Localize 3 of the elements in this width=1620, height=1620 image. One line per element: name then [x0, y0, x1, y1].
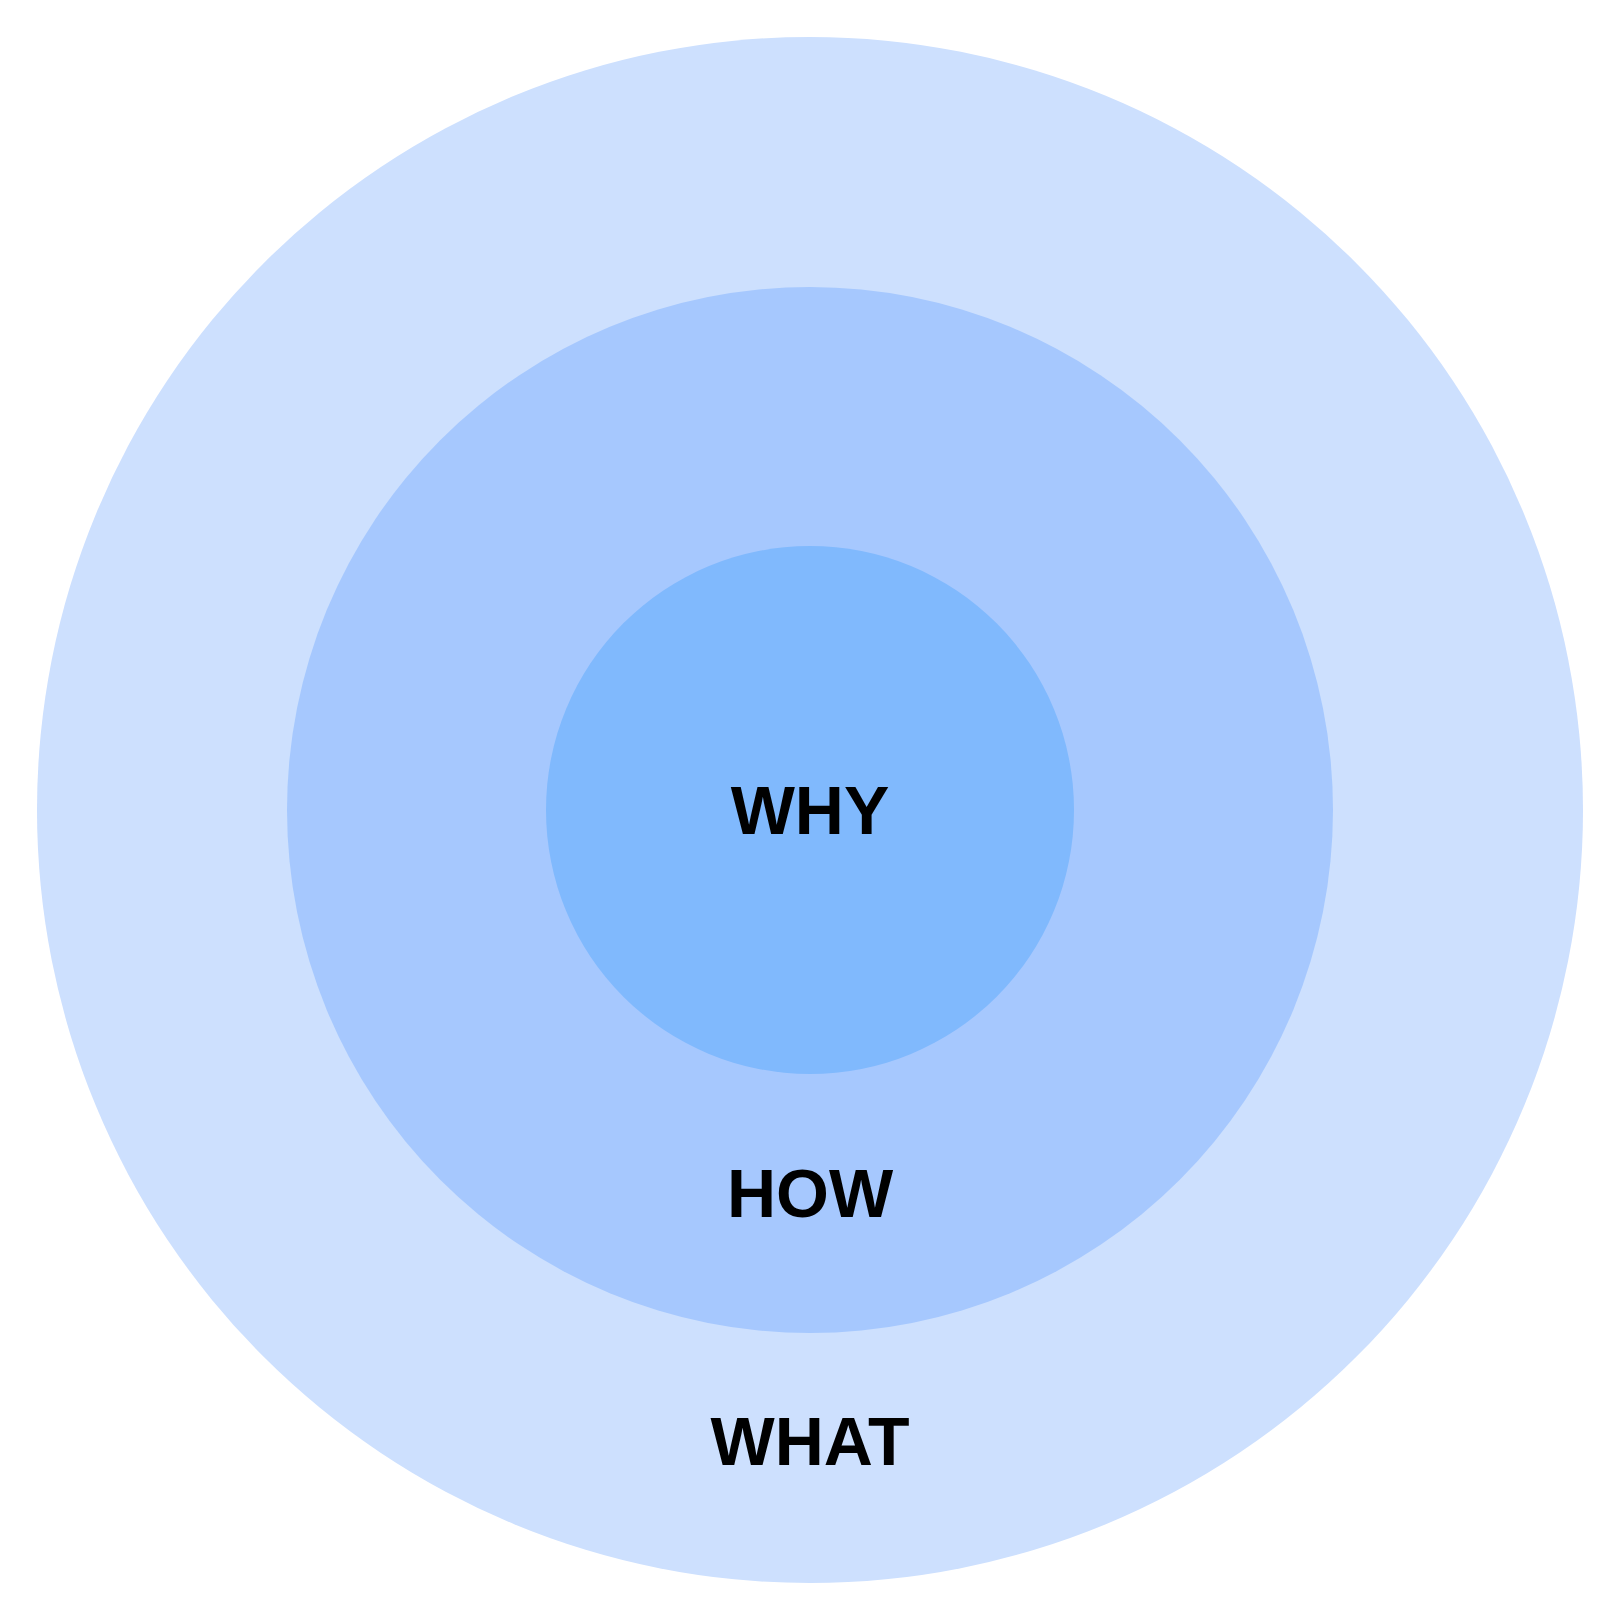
circle-label: HOW: [726, 1159, 894, 1227]
circle-label: WHY: [730, 776, 890, 844]
circle-label: WHAT: [710, 1407, 910, 1475]
